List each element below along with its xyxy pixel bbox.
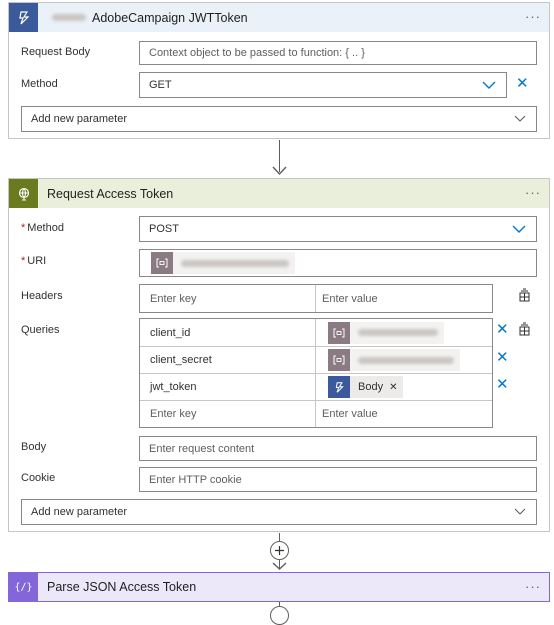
card-title: Parse JSON Access Token [47, 580, 197, 594]
more-options-icon[interactable]: ··· [525, 185, 541, 200]
uri-label: *URI [21, 255, 47, 267]
card-title: AdobeCampaign JWTToken [92, 10, 248, 25]
query-value-input[interactable]: Enter value [322, 408, 378, 420]
remove-token-icon[interactable]: ✕ [389, 381, 398, 393]
uri-input[interactable] [139, 249, 537, 277]
variable-icon [328, 349, 350, 371]
body-label: Body [21, 441, 47, 453]
parse-json-icon: {∕} [9, 573, 38, 601]
table-row: Enter key Enter value [140, 400, 492, 427]
variable-icon [328, 321, 350, 344]
method-label: *Method [21, 222, 64, 234]
add-new-parameter-select[interactable]: Add new parameter [21, 499, 537, 525]
cookie-label: Cookie [21, 472, 56, 484]
add-step-button[interactable] [270, 541, 289, 560]
blurred-variable-name [358, 356, 454, 364]
add-new-parameter-select[interactable]: Add new parameter [21, 106, 537, 132]
function-icon [328, 376, 350, 398]
headers-table: Enter key Enter value [139, 284, 493, 313]
chevron-down-icon [514, 115, 526, 122]
query-value-cell[interactable] [316, 347, 492, 373]
client-secret-token[interactable] [328, 349, 460, 371]
add-parameter-label: Add new parameter [31, 113, 127, 125]
arrow-down-icon [272, 562, 287, 570]
query-value-cell[interactable] [316, 319, 492, 346]
more-options-icon[interactable]: ··· [525, 579, 541, 594]
query-key-input[interactable]: Enter key [140, 401, 316, 427]
delete-row-icon[interactable]: ✕ [496, 376, 509, 393]
parse-json-card-header[interactable]: {∕} Parse JSON Access Token ··· [9, 573, 549, 601]
uri-variable-token[interactable] [151, 252, 295, 274]
delete-row-icon[interactable]: ✕ [496, 321, 509, 338]
query-key-cell[interactable]: client_secret [140, 347, 316, 373]
variable-icon [151, 252, 173, 274]
method-value: POST [149, 223, 179, 235]
request-body-input[interactable]: Context object to be passed to function:… [139, 41, 537, 65]
switch-to-text-mode-icon[interactable] [518, 288, 531, 302]
card-title: Request Access Token [47, 186, 174, 201]
chevron-down-icon [514, 508, 526, 515]
blurred-variable-name [358, 329, 438, 336]
table-row: Enter key Enter value [140, 285, 492, 312]
http-card-header[interactable]: Request Access Token ··· [9, 179, 549, 208]
delete-row-icon[interactable]: ✕ [496, 349, 509, 366]
method-label: Method [21, 78, 58, 90]
chevron-down-icon [482, 81, 496, 89]
header-key-input[interactable]: Enter key [140, 285, 316, 312]
query-key-cell[interactable]: jwt_token [140, 374, 316, 400]
clear-method-icon[interactable]: ✕ [516, 75, 529, 92]
switch-to-text-mode-icon[interactable] [518, 322, 531, 336]
method-value: GET [149, 79, 172, 91]
query-key-cell[interactable]: client_id [140, 319, 316, 346]
token-label: Body [358, 381, 384, 393]
chevron-down-icon [512, 225, 526, 233]
client-id-token[interactable] [328, 321, 444, 344]
function-icon [9, 3, 38, 32]
queries-label: Queries [21, 324, 60, 336]
query-value-cell[interactable]: Body ✕ [316, 374, 492, 400]
parse-json-action-card[interactable]: {∕} Parse JSON Access Token ··· [8, 572, 550, 602]
blurred-variable-name [181, 259, 289, 267]
queries-table: client_id client_secret [139, 318, 493, 428]
header-value-input[interactable]: Enter value [322, 292, 378, 305]
http-globe-icon [9, 179, 38, 208]
blurred-prefix [52, 14, 86, 21]
method-select[interactable]: POST [139, 216, 537, 242]
table-row: jwt_token Body ✕ [140, 373, 492, 400]
body-token[interactable]: Body ✕ [328, 376, 404, 398]
request-body-label: Request Body [21, 46, 91, 58]
more-options-icon[interactable]: ··· [525, 9, 541, 24]
table-row: client_id [140, 319, 492, 346]
connector-line [279, 140, 280, 172]
add-parameter-label: Add new parameter [31, 506, 127, 518]
cookie-input[interactable]: Enter HTTP cookie [139, 467, 537, 492]
plus-icon [275, 546, 284, 555]
function-card-header[interactable]: AdobeCampaign JWTToken ··· [9, 3, 549, 32]
http-action-card: Request Access Token ··· *Method POST *U… [8, 178, 550, 532]
table-row: client_secret [140, 346, 492, 373]
function-action-card: AdobeCampaign JWTToken ··· Request Body … [8, 2, 550, 139]
body-input[interactable]: Enter request content [139, 436, 537, 461]
arrow-down-icon [272, 166, 287, 176]
headers-label: Headers [21, 290, 63, 302]
method-select[interactable]: GET [139, 72, 507, 98]
